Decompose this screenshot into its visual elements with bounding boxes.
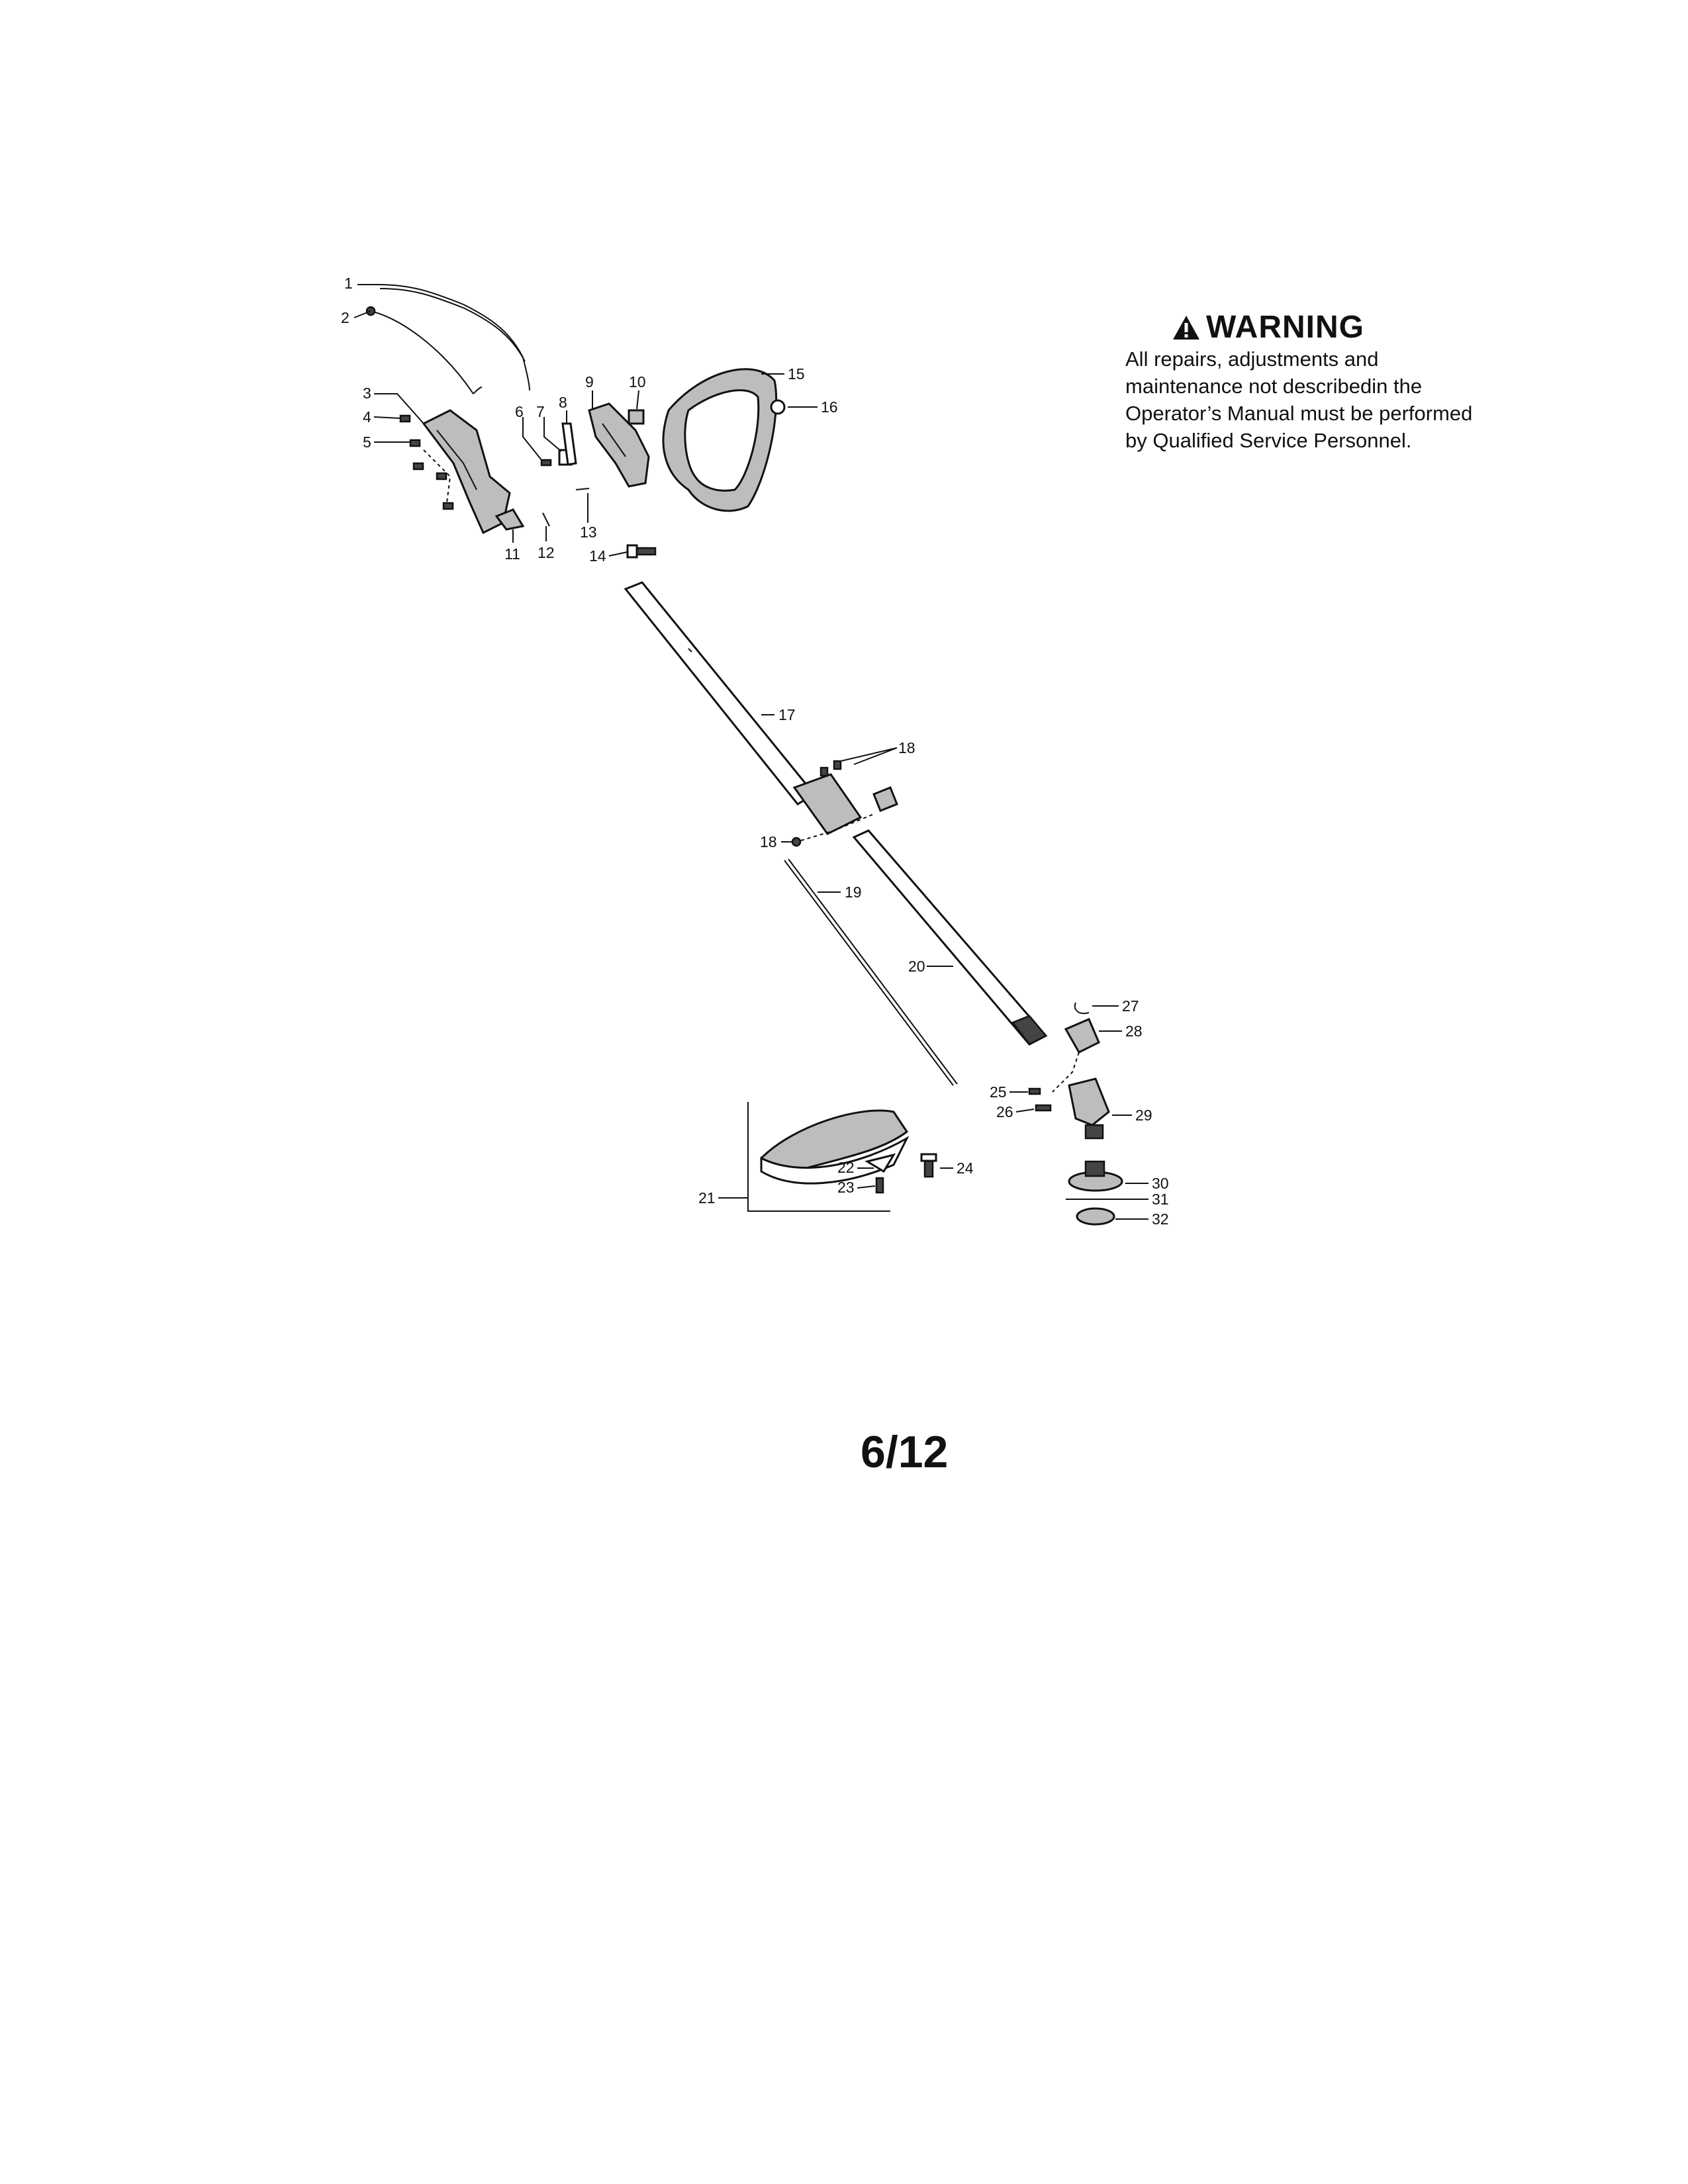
callout-22: 22 (837, 1159, 855, 1176)
warning-notice: WARNING All repairs, adjustments and mai… (1125, 311, 1496, 454)
part-23-screw (875, 1177, 884, 1194)
part-12-screw (542, 512, 550, 527)
callout-32: 32 (1152, 1210, 1169, 1228)
callout-5: 5 (363, 433, 371, 451)
callout-20: 20 (908, 958, 925, 975)
page-number: 6/12 (861, 1427, 949, 1477)
part-13-switch (575, 488, 590, 490)
callout-15: 15 (788, 365, 805, 383)
part-6-spring (540, 459, 552, 467)
part-5-screws (409, 439, 454, 510)
callout-30: 30 (1152, 1175, 1169, 1192)
callout-29: 29 (1135, 1107, 1152, 1124)
callout-6: 6 (515, 403, 524, 420)
callout-19: 19 (845, 884, 862, 901)
callout-13: 13 (580, 523, 597, 541)
callout-18a: 18 (898, 739, 915, 756)
callout-16: 16 (821, 398, 838, 416)
callout-28: 28 (1125, 1023, 1143, 1040)
callout-3: 3 (363, 385, 371, 402)
part-11-clip (494, 508, 525, 531)
part-26-screw (1035, 1104, 1052, 1112)
callout-4: 4 (363, 408, 371, 426)
part-18-coupler (791, 760, 898, 847)
callout-26: 26 (996, 1103, 1013, 1120)
part-19-drive-shaft (784, 858, 958, 1086)
part-22-blade (865, 1153, 896, 1173)
warning-triangle-icon (1173, 316, 1199, 340)
warning-text: All repairs, adjustments and maintenance… (1125, 347, 1473, 452)
part-15-assist-handle (662, 368, 778, 512)
callout-31: 31 (1152, 1191, 1169, 1208)
callout-24: 24 (957, 1160, 974, 1177)
part-2-ignition-wire (365, 306, 483, 394)
warning-title: WARNING (1206, 310, 1364, 345)
callout-8: 8 (559, 394, 567, 411)
callout-2: 2 (341, 309, 350, 326)
part-9-handle-half (588, 402, 650, 488)
part-21-debris-guard (747, 1102, 910, 1212)
part-20-lower-shaft (852, 829, 1048, 1046)
callout-18b: 18 (760, 833, 777, 850)
part-32-bump-knob (1076, 1207, 1115, 1226)
part-8-trigger (561, 422, 577, 466)
part-3-handle-housing (422, 409, 511, 535)
part-4-screw (399, 414, 411, 423)
callout-9: 9 (585, 373, 594, 390)
part-24-bolt (920, 1153, 937, 1178)
callout-10: 10 (629, 373, 646, 390)
part-25-screw (1028, 1087, 1041, 1095)
callout-27: 27 (1122, 997, 1139, 1015)
callout-11: 11 (504, 545, 520, 563)
callout-14: 14 (589, 547, 606, 565)
callout-25: 25 (990, 1083, 1007, 1101)
part-10-nut (628, 409, 645, 425)
warning-header: WARNING (1172, 311, 1496, 344)
part-16-knob (770, 399, 786, 415)
callout-17: 17 (778, 706, 796, 723)
part-27-clip (1074, 1002, 1090, 1015)
callout-7: 7 (536, 403, 545, 420)
part-17-upper-shaft (624, 581, 816, 805)
callout-labels: 1 2 3 4 5 6 7 8 9 10 11 12 13 14 15 16 1… (341, 275, 1169, 1228)
callout-21: 21 (698, 1189, 716, 1206)
part-29-gear-head (1068, 1077, 1110, 1140)
callout-23: 23 (837, 1179, 855, 1196)
part-30-spool-housing (1068, 1160, 1123, 1192)
leader-lines (353, 284, 1149, 1220)
part-1-throttle-cable (377, 284, 530, 391)
part-14-bolt (626, 544, 657, 559)
callout-1: 1 (344, 275, 353, 292)
callout-12: 12 (538, 544, 555, 561)
part-28-bracket (1052, 1018, 1100, 1093)
